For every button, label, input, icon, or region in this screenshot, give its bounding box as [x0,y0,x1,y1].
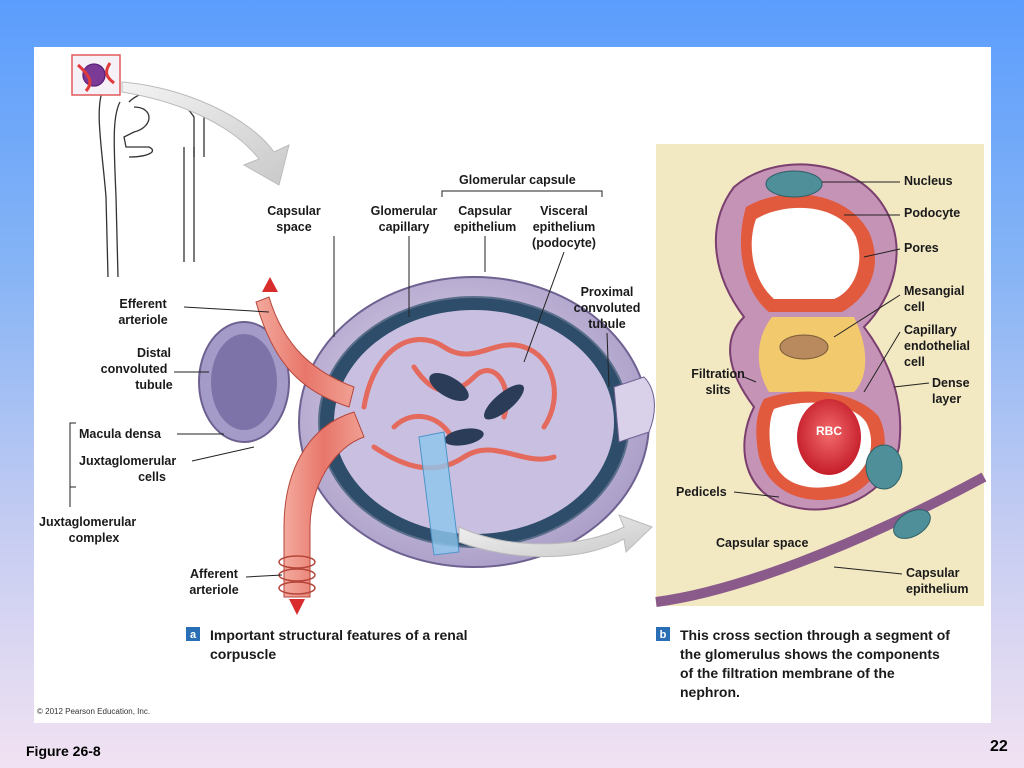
filtration-slits-label-1: Filtration [691,367,744,381]
nucleus-label: Nucleus [904,174,953,188]
capillary-endothelial-label-3: cell [904,355,925,369]
capsular-space-label-1: Capsular [267,204,321,218]
figure-panel: Glomerular capsule Capsular space Glomer… [34,47,991,723]
nephron-inset [71,54,205,278]
macula-densa-label: Macula densa [79,427,162,441]
panel-b-caption-4: nephron. [680,684,740,700]
podocyte-label: Podocyte [904,206,960,220]
renal-corpuscle-illustration [198,276,655,615]
glomerular-capsule-label: Glomerular capsule [459,173,576,187]
capillary-endothelial-label-1: Capillary [904,323,957,337]
afferent-arteriole-label-1: Afferent [190,567,239,581]
panel-b-caption-2: the glomerulus shows the components [680,646,940,662]
jg-cells-label-2: cells [138,470,166,484]
panel-b-caption-1: This cross section through a segment of [680,627,950,643]
capsular-epithelium-b-label-2: epithelium [906,582,969,596]
capillary-endothelial-label-2: endothelial [904,339,970,353]
pores-label: Pores [904,241,939,255]
panel-a-caption-2: corpuscle [210,646,276,662]
panel-a-labels: Glomerular capsule Capsular space Glomer… [39,173,640,597]
panel-b-badge [656,627,670,641]
proximal-tubule-label-2: convoluted [574,301,641,315]
pedicels-label: Pedicels [676,485,727,499]
jg-complex-label-1: Juxtaglomerular [39,515,136,529]
zoom-arrow-panel-b [458,514,653,558]
efferent-arteriole-label-2: arteriole [118,313,167,327]
proximal-tubule-label-3: tubule [588,317,626,331]
capsular-epithelium-b-label-1: Capsular [906,566,960,580]
page-number: 22 [990,738,1008,755]
rbc-label: RBC [816,424,842,438]
panel-b-caption-3: of the filtration membrane of the [680,665,895,681]
proximal-tubule-label-1: Proximal [581,285,634,299]
capsular-space-label-2: space [276,220,311,234]
visceral-epithelium-label-2: epithelium [533,220,596,234]
jg-cells-label-1: Juxtaglomerular [79,454,176,468]
glomerular-capillary-label-2: capillary [379,220,430,234]
dense-layer-label-1: Dense [932,376,970,390]
panel-a-caption-1: Important structural features of a renal [210,627,468,643]
mesangial-label-1: Mesangial [904,284,964,298]
capsular-epithelium-label-1: Capsular [458,204,512,218]
zoom-arrow-inset [121,81,290,186]
distal-tubule-label-1: Distal [137,346,171,360]
dense-layer-label-2: layer [932,392,961,406]
visceral-epithelium-label-3: (podocyte) [532,236,596,250]
panel-b-letter: b [660,629,667,641]
panel-b-labels: Nucleus Podocyte Pores Mesangial cell Ca… [676,174,970,596]
afferent-arteriole-label-2: arteriole [189,583,238,597]
distal-tubule-label-2: convoluted [101,362,168,376]
cross-section-illustration [655,144,987,607]
visceral-epithelium-label-1: Visceral [540,204,588,218]
renal-corpuscle-figure: Glomerular capsule Capsular space Glomer… [37,54,987,716]
copyright-note: © 2012 Pearson Education, Inc. [37,707,150,716]
figure-label: Figure 26-8 [26,743,101,759]
panel-a-letter: a [190,629,197,641]
efferent-arteriole-label-1: Efferent [119,297,167,311]
mesangial-label-2: cell [904,300,925,314]
jg-complex-label-2: complex [69,531,120,545]
capsular-space-b-label: Capsular space [716,536,808,550]
panel-a-badge [186,627,200,641]
filtration-slits-label-2: slits [705,383,730,397]
capsular-epithelium-label-2: epithelium [454,220,517,234]
glomerular-capillary-label-1: Glomerular [371,204,438,218]
distal-tubule-label-3: tubule [135,378,173,392]
